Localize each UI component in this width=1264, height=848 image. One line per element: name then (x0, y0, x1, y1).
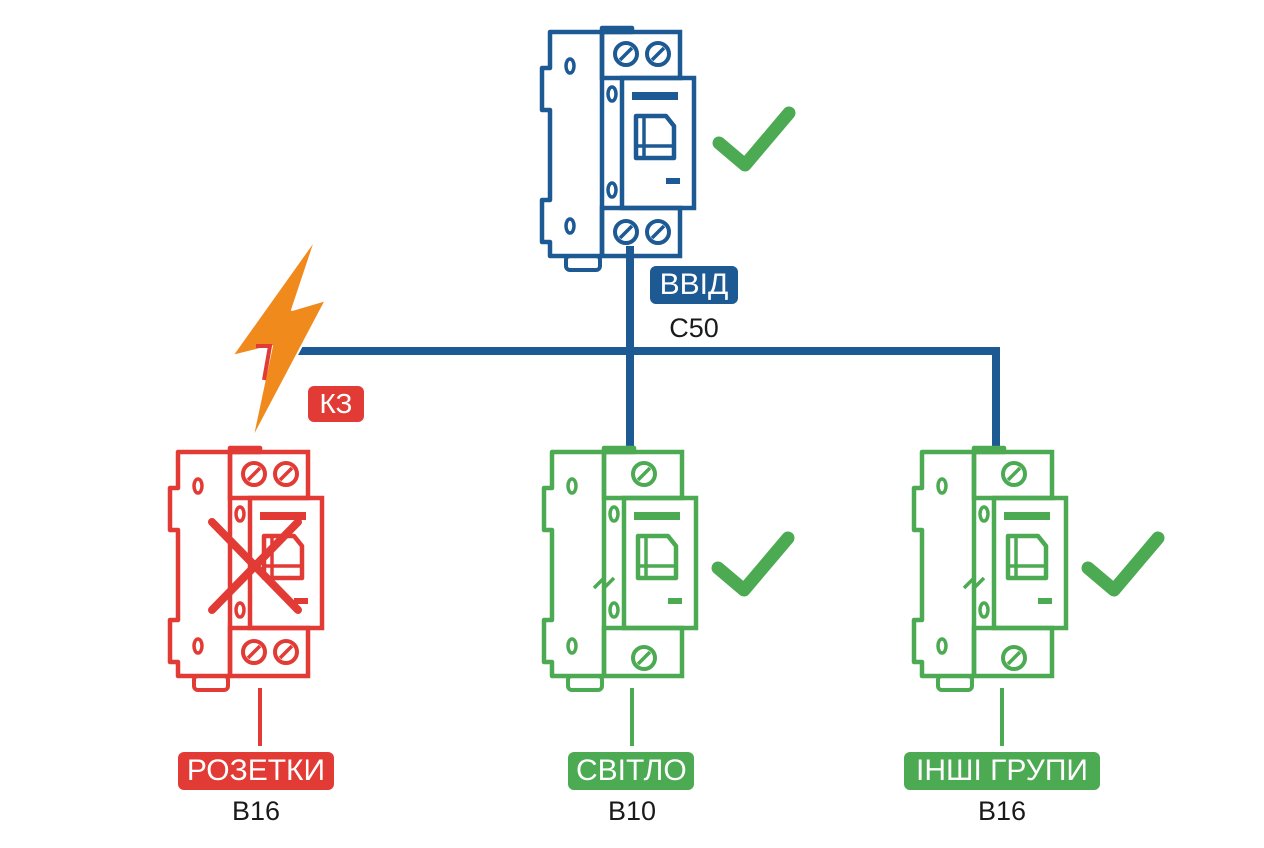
group-label-lighting: СВІТЛО (568, 752, 694, 790)
other-groups-check-icon (1088, 538, 1158, 590)
lighting-breaker (544, 448, 696, 690)
group-label-other: ІНШІ ГРУПИ (904, 752, 1100, 790)
main-breaker (542, 28, 694, 270)
fault-breaker (170, 448, 322, 690)
lighting-check-icon (718, 538, 788, 590)
group-label-sockets: РОЗЕТКИ (178, 752, 334, 790)
lightning-bolt-icon (231, 237, 327, 441)
group-rating-other: B16 (977, 796, 1027, 826)
group-rating-lighting: B10 (607, 796, 657, 826)
main-bus-wiring (296, 246, 1000, 454)
main-breaker-check-icon (719, 113, 789, 165)
fault-label: КЗ (308, 386, 364, 422)
cross-mark-icon (208, 518, 302, 614)
main-breaker-rating: C50 (669, 313, 719, 343)
main-breaker-label: ВВІД (650, 266, 738, 304)
group-rating-sockets: B16 (231, 796, 281, 826)
group-output-wires (258, 688, 1004, 746)
other-groups-breaker (914, 448, 1066, 690)
